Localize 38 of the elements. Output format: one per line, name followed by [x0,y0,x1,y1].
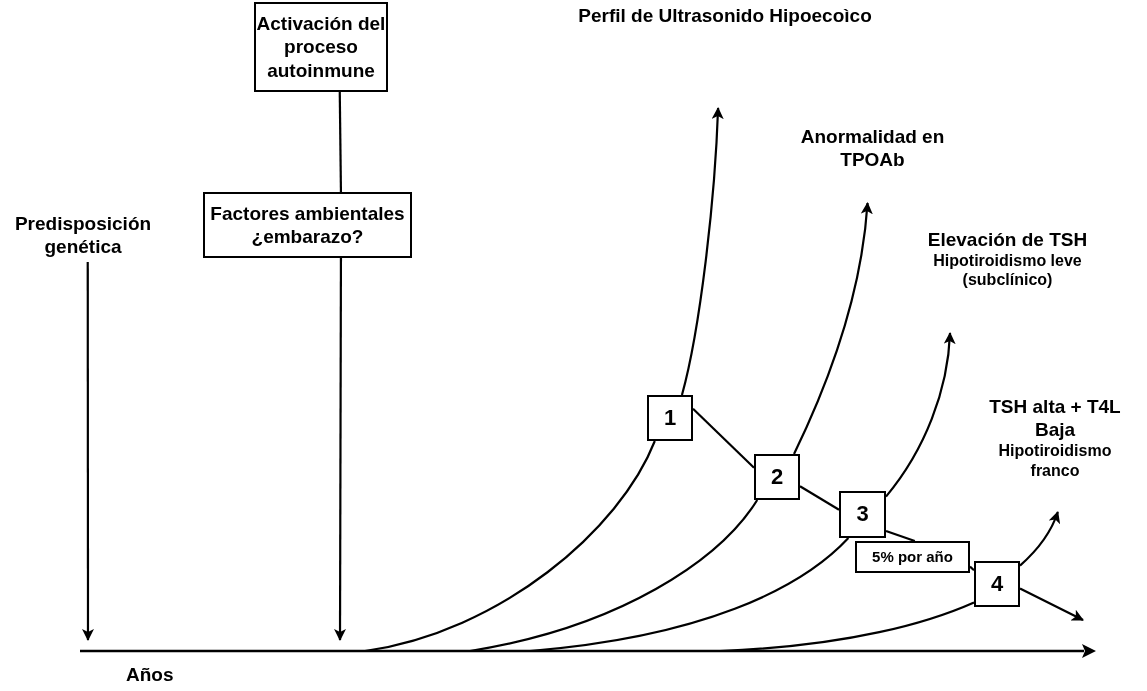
step-box [974,561,1020,607]
connector-line [338,92,343,192]
node-label: Predisposición genética [13,212,153,259]
box-label: 5% por año [872,547,953,565]
box-label: Factores ambientales ¿embarazo? [210,202,405,247]
connector-line [885,529,916,543]
node-label: TSH alta + T4L Baja [988,395,1122,442]
step-box [754,454,800,500]
box-label: 1 [663,404,677,430]
node-label: Perfil de Ultrasonido Hipoecoìco [578,4,872,28]
process-box [254,2,388,92]
box-label: 4 [990,570,1004,596]
arrow [82,262,94,641]
process-box [203,192,412,258]
connector-line [364,440,656,653]
node-label: Anormalidad en TPOAb [799,125,946,172]
arrow [1019,511,1060,567]
connector-line [529,537,850,653]
connector-line [719,601,975,653]
box-label: Activación del proceso autoinmune [256,13,386,81]
step-box [839,491,886,538]
connector-line [469,499,759,653]
arrow [885,332,956,498]
arrow [680,107,724,396]
node-sublabel: Hipotiroidismo leve (subclínico) [932,251,1083,290]
box-label: 3 [856,501,869,527]
connector-line [969,565,975,571]
arrow [334,258,347,641]
arrow [1019,587,1084,621]
axis-label: Años [126,664,174,686]
node-label: Elevación de TSH [927,228,1088,252]
node-sublabel: Hipotiroidismo franco [997,441,1113,480]
arrow [793,202,873,455]
process-box [855,541,970,573]
connector-line [692,408,755,469]
step-box [647,395,693,441]
connector-line [799,485,840,511]
box-label: 2 [770,463,784,489]
